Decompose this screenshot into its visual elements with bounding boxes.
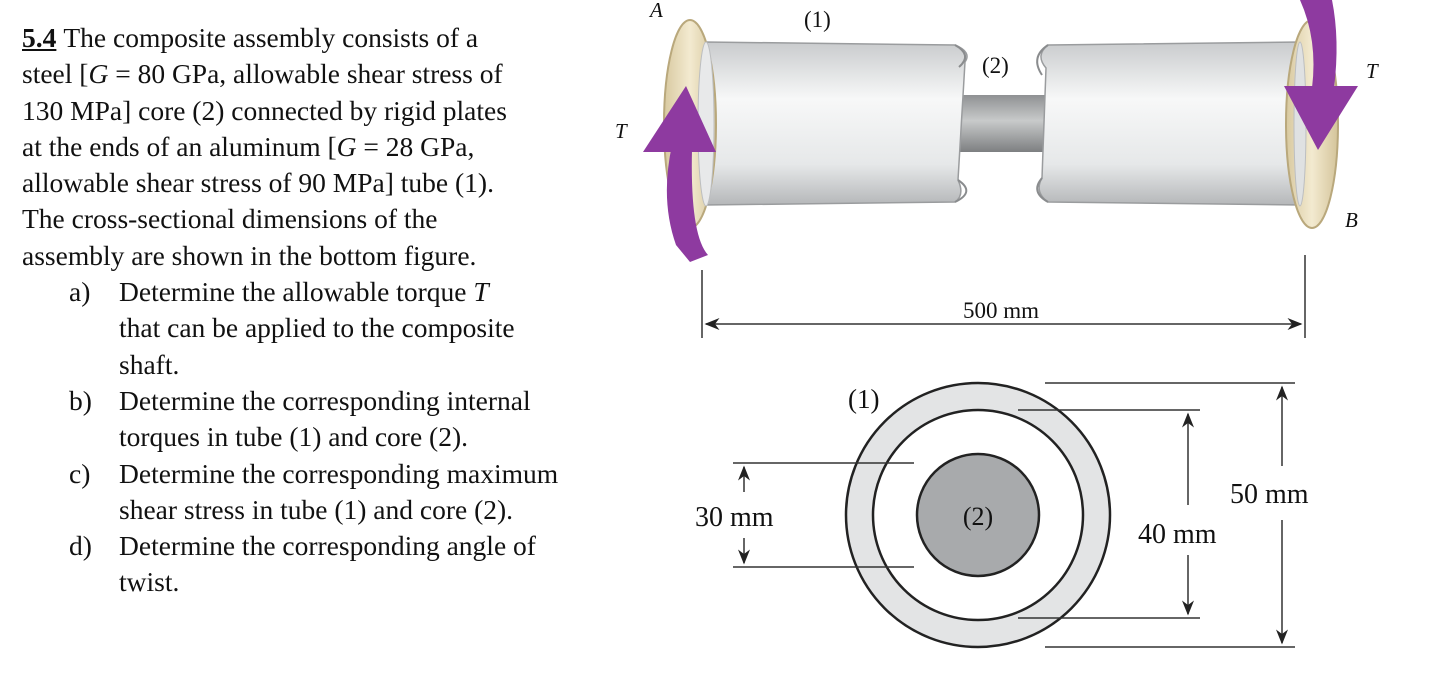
question-line: shear stress in tube (1) and core (2).	[119, 493, 514, 525]
problem-line-3: 130 MPa] core (2) connected by rigid pla…	[22, 94, 507, 126]
question-d: d) Determine the corresponding angle of …	[22, 528, 642, 601]
torque-arrow-left-icon	[643, 86, 716, 262]
question-line: Determine the corresponding angle of	[119, 530, 536, 562]
problem-number: 5.4	[22, 22, 57, 53]
problem-line-7: assembly are shown in the bottom figure.	[22, 239, 477, 271]
problem-line-2: steel [G = 80 GPa, allowable shear stres…	[22, 56, 642, 92]
question-line: Determine the allowable torque T	[119, 274, 642, 310]
cross-section	[844, 381, 1112, 649]
question-a: a) Determine the allowable torque T that…	[22, 274, 642, 383]
problem-text: = 80 GPa, allowable shear stress of	[108, 58, 503, 90]
problem-line-5: allowable shear stress of 90 MPa] tube (…	[22, 167, 494, 199]
symbol-g: G	[336, 130, 357, 162]
problem-text: steel [	[22, 58, 89, 90]
question-line: Determine the corresponding maximum	[119, 457, 559, 489]
question-label: c)	[69, 457, 91, 489]
question-line: torques in tube (1) and core (2).	[119, 421, 468, 453]
tube-right	[1036, 41, 1301, 206]
core-dimension	[733, 462, 914, 568]
question-b: b) Determine the corresponding internal …	[22, 383, 642, 456]
question-line: twist.	[119, 566, 180, 598]
label-torque-left: T	[615, 119, 628, 143]
inner-dimension	[1018, 409, 1200, 619]
label-torque-right: T	[1366, 59, 1379, 83]
length-dimension	[701, 255, 1306, 338]
label-section-tube: (1)	[848, 384, 879, 414]
question-line: shaft.	[119, 348, 180, 380]
question-line: that can be applied to the composite	[119, 312, 515, 344]
problem-text: at the ends of an aluminum [	[22, 130, 337, 162]
question-c: c) Determine the corresponding maximum s…	[22, 456, 642, 529]
symbol-t: T	[473, 276, 489, 308]
outer-dimension	[1045, 382, 1295, 648]
tube-left	[704, 41, 968, 206]
label-length: 500 mm	[963, 298, 1039, 323]
problem-line-6: The cross-sectional dimensions of the	[22, 203, 438, 235]
label-dim-outer: 50 mm	[1230, 479, 1309, 510]
question-label: a)	[69, 276, 91, 308]
problem-line-4: at the ends of an aluminum [G = 28 GPa,	[22, 129, 642, 165]
question-label: d)	[69, 530, 92, 562]
label-end-a: A	[648, 0, 663, 22]
question-line: Determine the corresponding internal	[119, 384, 531, 416]
problem-text: = 28 GPa,	[356, 130, 475, 162]
symbol-g: G	[88, 58, 109, 90]
problem-text: The composite assembly consists of a	[63, 22, 479, 53]
label-dim-core: 30 mm	[695, 502, 774, 533]
label-section-core: (2)	[963, 502, 993, 531]
label-core-2: (2)	[982, 53, 1009, 78]
question-label: b)	[69, 384, 92, 416]
label-dim-inner: 40 mm	[1138, 519, 1217, 550]
label-tube-1: (1)	[804, 7, 831, 32]
label-end-b: B	[1345, 208, 1358, 232]
question-text: Determine the allowable torque	[119, 276, 474, 308]
torque-arrow-right-icon	[1284, 0, 1358, 150]
